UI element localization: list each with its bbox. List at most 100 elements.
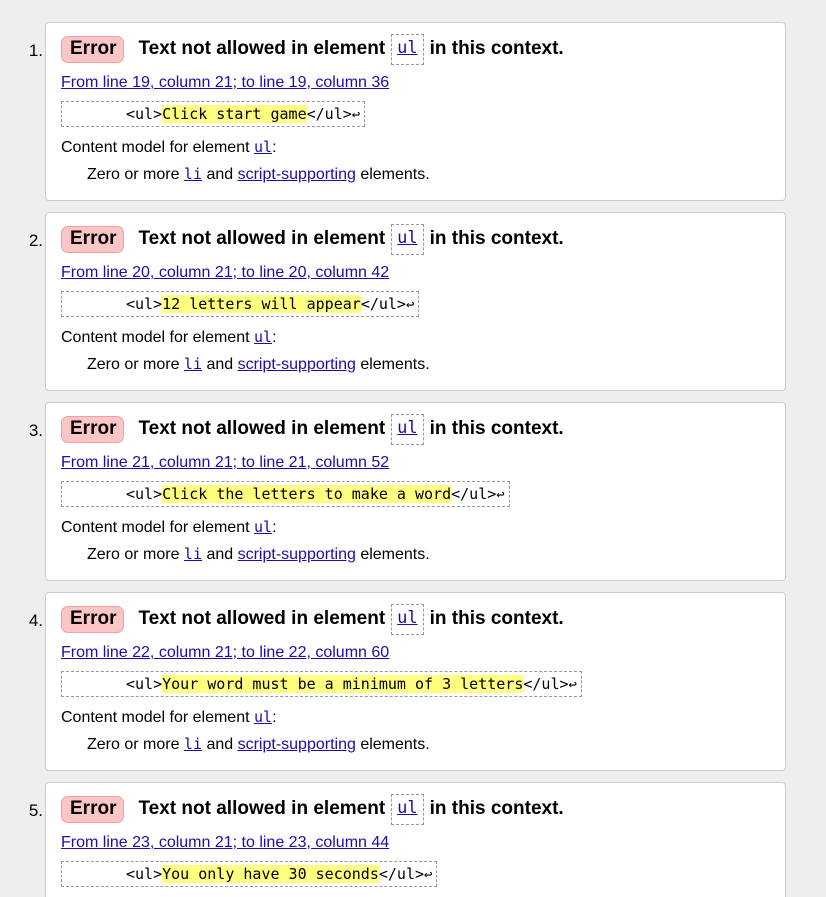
script-supporting-link[interactable]: script-supporting [237, 166, 356, 183]
source-extract: <ul>Your word must be a minimum of 3 let… [61, 671, 582, 697]
content-model-elements: elements. [360, 356, 430, 373]
message-headline: Error Text not allowed in element ul in … [61, 413, 564, 445]
line-feed-icon: ↩ [496, 487, 505, 503]
source-extract: <ul>12 letters will appear</ul>↩ [61, 291, 420, 317]
message-headline: Error Text not allowed in element ul in … [61, 793, 564, 825]
content-model-label: Content model for element [61, 329, 250, 346]
source-location-link[interactable]: From line 23, column 21; to line 23, col… [61, 834, 390, 851]
content-model-colon: : [272, 139, 277, 156]
source-extract: <ul>Click the letters to make a word</ul… [61, 481, 510, 507]
content-model-detail: Zero or more li and script-supporting el… [87, 545, 430, 564]
li-link[interactable]: li [183, 545, 202, 563]
element-code-box: ul [391, 413, 424, 445]
content-model-label: Content model for element [61, 709, 250, 726]
message-title-text: Text not allowed in element [138, 418, 386, 439]
extract-open-tag: <ul> [126, 295, 163, 313]
content-model-element-link[interactable]: ul [254, 518, 273, 536]
element-link[interactable]: ul [397, 417, 418, 438]
element-code-box: ul [391, 33, 424, 65]
message-headline: Error Text not allowed in element ul in … [61, 223, 564, 255]
extract-highlight: Click start game [162, 105, 307, 123]
li-link[interactable]: li [183, 735, 202, 753]
script-supporting-link[interactable]: script-supporting [237, 356, 356, 373]
element-link[interactable]: ul [397, 797, 418, 818]
extract-highlight: You only have 30 seconds [162, 865, 379, 883]
content-model-colon: : [272, 709, 277, 726]
message-number: 3. [28, 421, 43, 440]
content-model-detail: Zero or more li and script-supporting el… [87, 735, 430, 754]
message-number: 4. [28, 611, 43, 630]
error-badge: Error [61, 225, 125, 253]
message-title-text: Text not allowed in element [138, 608, 386, 629]
extract-close-tag: </ul> [306, 105, 352, 123]
content-model-element-link[interactable]: ul [254, 138, 273, 156]
content-model-colon: : [272, 519, 277, 536]
content-model-and: and [206, 356, 234, 373]
content-model-element-link[interactable]: ul [254, 328, 273, 346]
message-title-text: Text not allowed in element [138, 38, 386, 59]
message-headline: Error Text not allowed in element ul in … [61, 603, 564, 635]
content-model-and: and [206, 736, 234, 753]
content-model-and: and [206, 166, 234, 183]
source-location-link[interactable]: From line 22, column 21; to line 22, col… [61, 644, 390, 661]
content-model-elements: elements. [360, 546, 430, 563]
message-number: 2. [28, 231, 43, 250]
extract-highlight: Click the letters to make a word [162, 485, 452, 503]
error-badge: Error [61, 415, 125, 443]
content-model-elements: elements. [360, 166, 430, 183]
source-location-link[interactable]: From line 21, column 21; to line 21, col… [61, 454, 390, 471]
content-model-colon: : [272, 329, 277, 346]
error-message: 1. Error Text not allowed in element ul … [29, 22, 786, 201]
message-title-text: Text not allowed in element [138, 798, 386, 819]
content-model-heading: Content model for element ul: [61, 138, 277, 157]
content-model-detail: Zero or more li and script-supporting el… [87, 165, 430, 184]
content-model-zero: Zero or more [87, 736, 180, 753]
source-location-link[interactable]: From line 20, column 21; to line 20, col… [61, 264, 390, 281]
content-model-heading: Content model for element ul: [61, 328, 277, 347]
extract-open-tag: <ul> [126, 485, 163, 503]
error-message: 2. Error Text not allowed in element ul … [29, 212, 786, 391]
error-badge: Error [61, 35, 125, 63]
extract-highlight: Your word must be a minimum of 3 letters [162, 675, 524, 693]
content-model-heading: Content model for element ul: [61, 518, 277, 537]
extract-close-tag: </ul> [451, 485, 497, 503]
error-message: 3. Error Text not allowed in element ul … [29, 402, 786, 581]
content-model-label: Content model for element [61, 519, 250, 536]
content-model-heading: Content model for element ul: [61, 708, 277, 727]
message-title-suffix: in this context. [429, 608, 564, 629]
error-message: 4. Error Text not allowed in element ul … [29, 592, 786, 771]
extract-highlight: 12 letters will appear [162, 295, 361, 313]
element-code-box: ul [391, 793, 424, 825]
content-model-element-link[interactable]: ul [254, 708, 273, 726]
line-feed-icon: ↩ [424, 867, 433, 883]
script-supporting-link[interactable]: script-supporting [237, 736, 356, 753]
extract-close-tag: </ul> [523, 675, 569, 693]
element-code-box: ul [391, 603, 424, 635]
li-link[interactable]: li [183, 355, 202, 373]
content-model-zero: Zero or more [87, 546, 180, 563]
element-link[interactable]: ul [397, 227, 418, 248]
message-title-suffix: in this context. [429, 38, 564, 59]
message-title-suffix: in this context. [429, 418, 564, 439]
error-badge: Error [61, 605, 125, 633]
li-link[interactable]: li [183, 165, 202, 183]
message-title-suffix: in this context. [429, 228, 564, 249]
source-extract: <ul>Click start game</ul>↩ [61, 101, 366, 127]
error-badge: Error [61, 795, 125, 823]
source-location-link[interactable]: From line 19, column 21; to line 19, col… [61, 74, 390, 91]
element-link[interactable]: ul [397, 607, 418, 628]
script-supporting-link[interactable]: script-supporting [237, 546, 356, 563]
message-number: 5. [28, 801, 43, 820]
content-model-and: and [206, 546, 234, 563]
message-headline: Error Text not allowed in element ul in … [61, 33, 564, 65]
content-model-label: Content model for element [61, 139, 250, 156]
message-number: 1. [28, 41, 43, 60]
content-model-detail: Zero or more li and script-supporting el… [87, 355, 430, 374]
content-model-zero: Zero or more [87, 356, 180, 373]
extract-open-tag: <ul> [126, 865, 163, 883]
extract-close-tag: </ul> [360, 295, 406, 313]
extract-close-tag: </ul> [378, 865, 425, 883]
content-model-elements: elements. [360, 736, 430, 753]
element-link[interactable]: ul [397, 37, 418, 58]
line-feed-icon: ↩ [351, 107, 361, 123]
